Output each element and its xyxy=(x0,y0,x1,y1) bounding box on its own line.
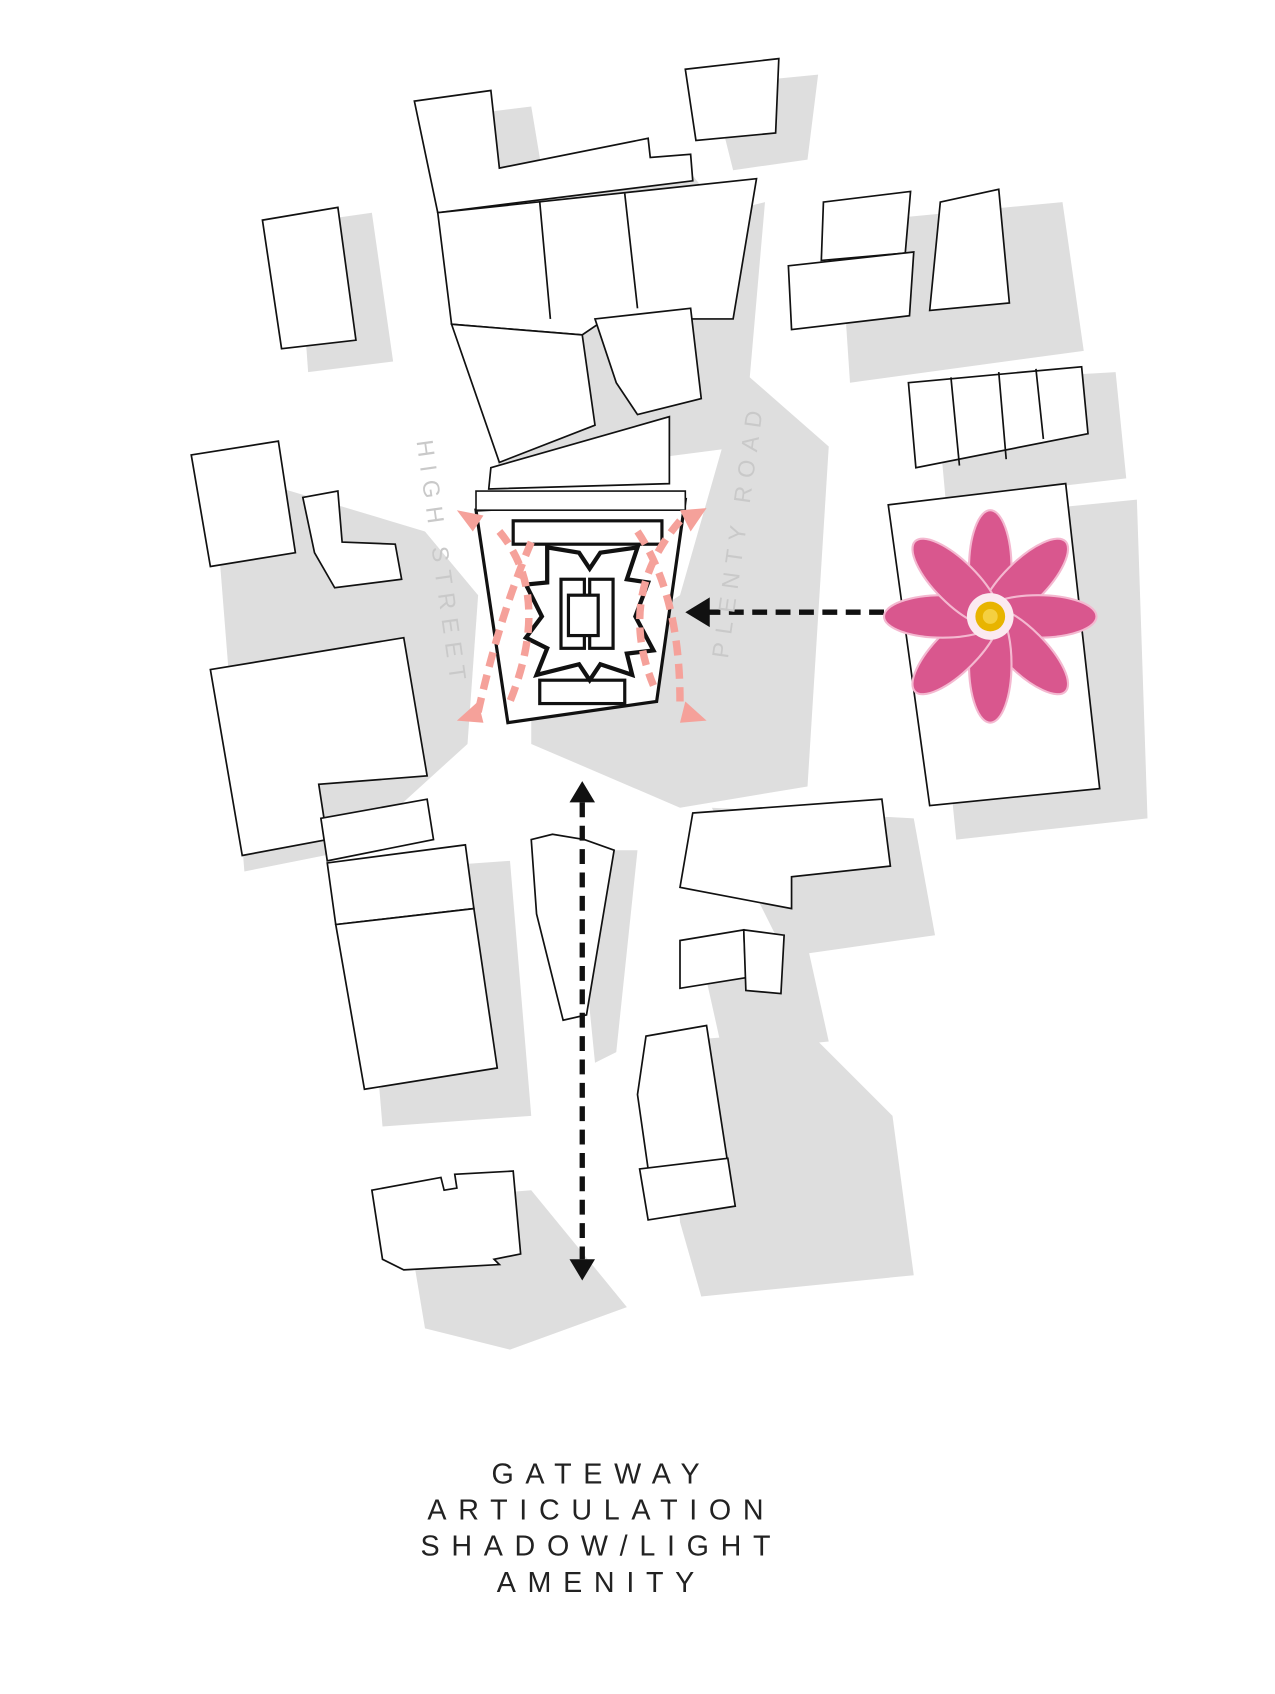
lotus-flower-icon xyxy=(882,509,1098,724)
articulation-arrows xyxy=(456,508,707,723)
caption-line: AMENITY xyxy=(497,1567,706,1599)
gateway-site xyxy=(474,490,688,725)
gateway-arrows xyxy=(569,597,884,1281)
caption-line: ARTICULATION xyxy=(427,1495,775,1527)
caption-line: GATEWAY xyxy=(491,1458,711,1490)
caption: GATEWAY ARTICULATION SHADOW/LIGHT AMENIT… xyxy=(421,1458,783,1599)
caption-line: SHADOW/LIGHT xyxy=(421,1531,783,1563)
